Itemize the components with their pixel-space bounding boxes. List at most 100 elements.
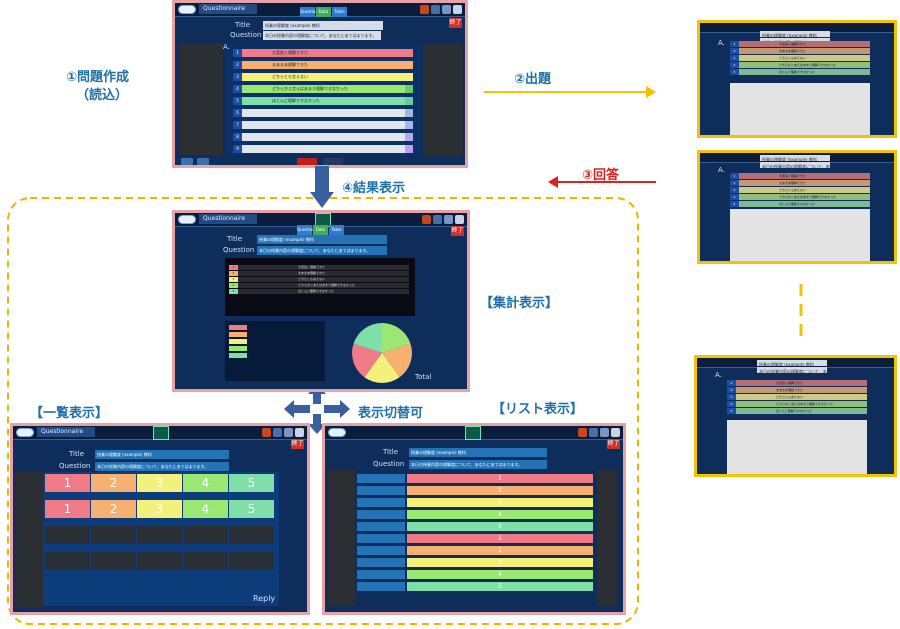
overview-empty-tile bbox=[183, 552, 228, 570]
tray-icon bbox=[444, 215, 453, 224]
choice-color-tab bbox=[405, 97, 413, 105]
right-pane bbox=[597, 470, 617, 606]
student-blank-area bbox=[730, 209, 870, 261]
choice-color-tab bbox=[405, 145, 413, 153]
choice-number: 5 bbox=[730, 69, 739, 75]
list-row-header bbox=[357, 498, 405, 507]
end-button[interactable]: 終了 bbox=[607, 439, 620, 449]
title-label: Title bbox=[383, 448, 399, 456]
end-button[interactable]: 終了 bbox=[451, 226, 464, 236]
overview-tile[interactable]: 3 bbox=[137, 500, 182, 518]
overview-tile[interactable]: 4 bbox=[183, 474, 228, 492]
question-field[interactable]: 本日の授業内容の理解度について、あなたにあてはまります。 bbox=[263, 31, 381, 40]
overview-tile[interactable]: 2 bbox=[91, 474, 136, 492]
title-field[interactable]: 授業の理解度 (example) 教科 bbox=[263, 21, 383, 30]
stop-button[interactable] bbox=[323, 158, 343, 165]
tab-data[interactable]: Data bbox=[313, 225, 328, 235]
step-create: ①問題作成 bbox=[66, 70, 130, 85]
overview-screenshot: Questionnaire 終了 Title Question 授業の理解度 (… bbox=[10, 423, 310, 615]
nav-button[interactable] bbox=[181, 158, 193, 165]
tray-icon bbox=[433, 215, 442, 224]
step-result: ④結果表示 bbox=[342, 181, 406, 196]
summary-bar bbox=[229, 332, 247, 337]
overview-tile[interactable]: 3 bbox=[137, 474, 182, 492]
overview-tile[interactable]: 1 bbox=[45, 474, 90, 492]
overview-empty-tile bbox=[45, 526, 90, 544]
choice-text: まあまあ理解できた bbox=[739, 180, 870, 186]
overview-empty-tile bbox=[137, 552, 182, 570]
student-screen-3: 授業の理解度 (example) 教科 本日の授業内容の理解度について、あなたに… bbox=[694, 355, 897, 477]
choice-number: 4 bbox=[730, 62, 739, 68]
overview-empty-tile bbox=[91, 552, 136, 570]
choice-row[interactable]: 9 bbox=[233, 145, 413, 153]
tab-table[interactable]: Table bbox=[329, 225, 344, 235]
start-button[interactable] bbox=[297, 158, 317, 165]
end-button[interactable]: 終了 bbox=[291, 439, 304, 449]
choice-text: まあまあ理解できた bbox=[242, 61, 405, 69]
app-logo bbox=[328, 428, 346, 437]
student-screen-1: 授業の理解度 (example) 教科 本日の授業内容の理解度について、あなたに… bbox=[697, 20, 897, 138]
choice-number: 3 bbox=[730, 187, 739, 193]
app-logo bbox=[178, 5, 196, 14]
list-row-header bbox=[357, 474, 405, 483]
choice-color-tab bbox=[405, 109, 413, 117]
tab-data[interactable]: Data bbox=[316, 7, 331, 17]
title-field: 授業の理解度 (example) 教科 bbox=[95, 450, 229, 459]
more-students-indicator bbox=[799, 284, 803, 344]
summary-row-text: まあまあ理解できた bbox=[238, 271, 409, 276]
overview-tile[interactable]: 5 bbox=[229, 500, 274, 518]
choice-color-tab bbox=[405, 121, 413, 129]
step-ask: ②出題 bbox=[514, 72, 552, 87]
caption-list: 【リスト表示】 bbox=[492, 402, 584, 417]
overview-empty-tile bbox=[183, 526, 228, 544]
menu-icon bbox=[295, 428, 304, 437]
choice-color-tab bbox=[405, 73, 413, 81]
tray-icon bbox=[284, 428, 293, 437]
choice-row[interactable]: 6 bbox=[233, 109, 413, 117]
summary-bar bbox=[229, 339, 247, 344]
summary-pie-chart bbox=[352, 323, 412, 384]
tab-table[interactable]: Table bbox=[332, 7, 347, 17]
choice-row[interactable]: 7 bbox=[233, 121, 413, 129]
overview-tile[interactable]: 1 bbox=[45, 500, 90, 518]
tab-question[interactable]: Question bbox=[297, 225, 315, 235]
title-label: Title bbox=[69, 450, 85, 458]
tab-question[interactable]: Question bbox=[300, 7, 318, 17]
right-pane bbox=[423, 43, 463, 155]
tray-icon bbox=[442, 5, 451, 14]
step-create-sub: （読込） bbox=[76, 88, 129, 103]
list-row-header bbox=[357, 486, 405, 495]
summary-screenshot: Questionnaire Question Data Table 終了 Tit… bbox=[172, 210, 470, 392]
overview-tile[interactable]: 5 bbox=[229, 474, 274, 492]
overview-tile[interactable]: 2 bbox=[91, 500, 136, 518]
choice-row[interactable]: 8 bbox=[233, 133, 413, 141]
overview-empty-tile bbox=[45, 552, 90, 570]
data-badge-icon bbox=[153, 426, 169, 440]
choice-number: 1 bbox=[730, 173, 739, 179]
end-button[interactable]: 終了 bbox=[449, 18, 462, 28]
overview-tile[interactable]: 4 bbox=[183, 500, 228, 518]
nav-button[interactable] bbox=[197, 158, 209, 165]
tray-icon bbox=[262, 428, 271, 437]
